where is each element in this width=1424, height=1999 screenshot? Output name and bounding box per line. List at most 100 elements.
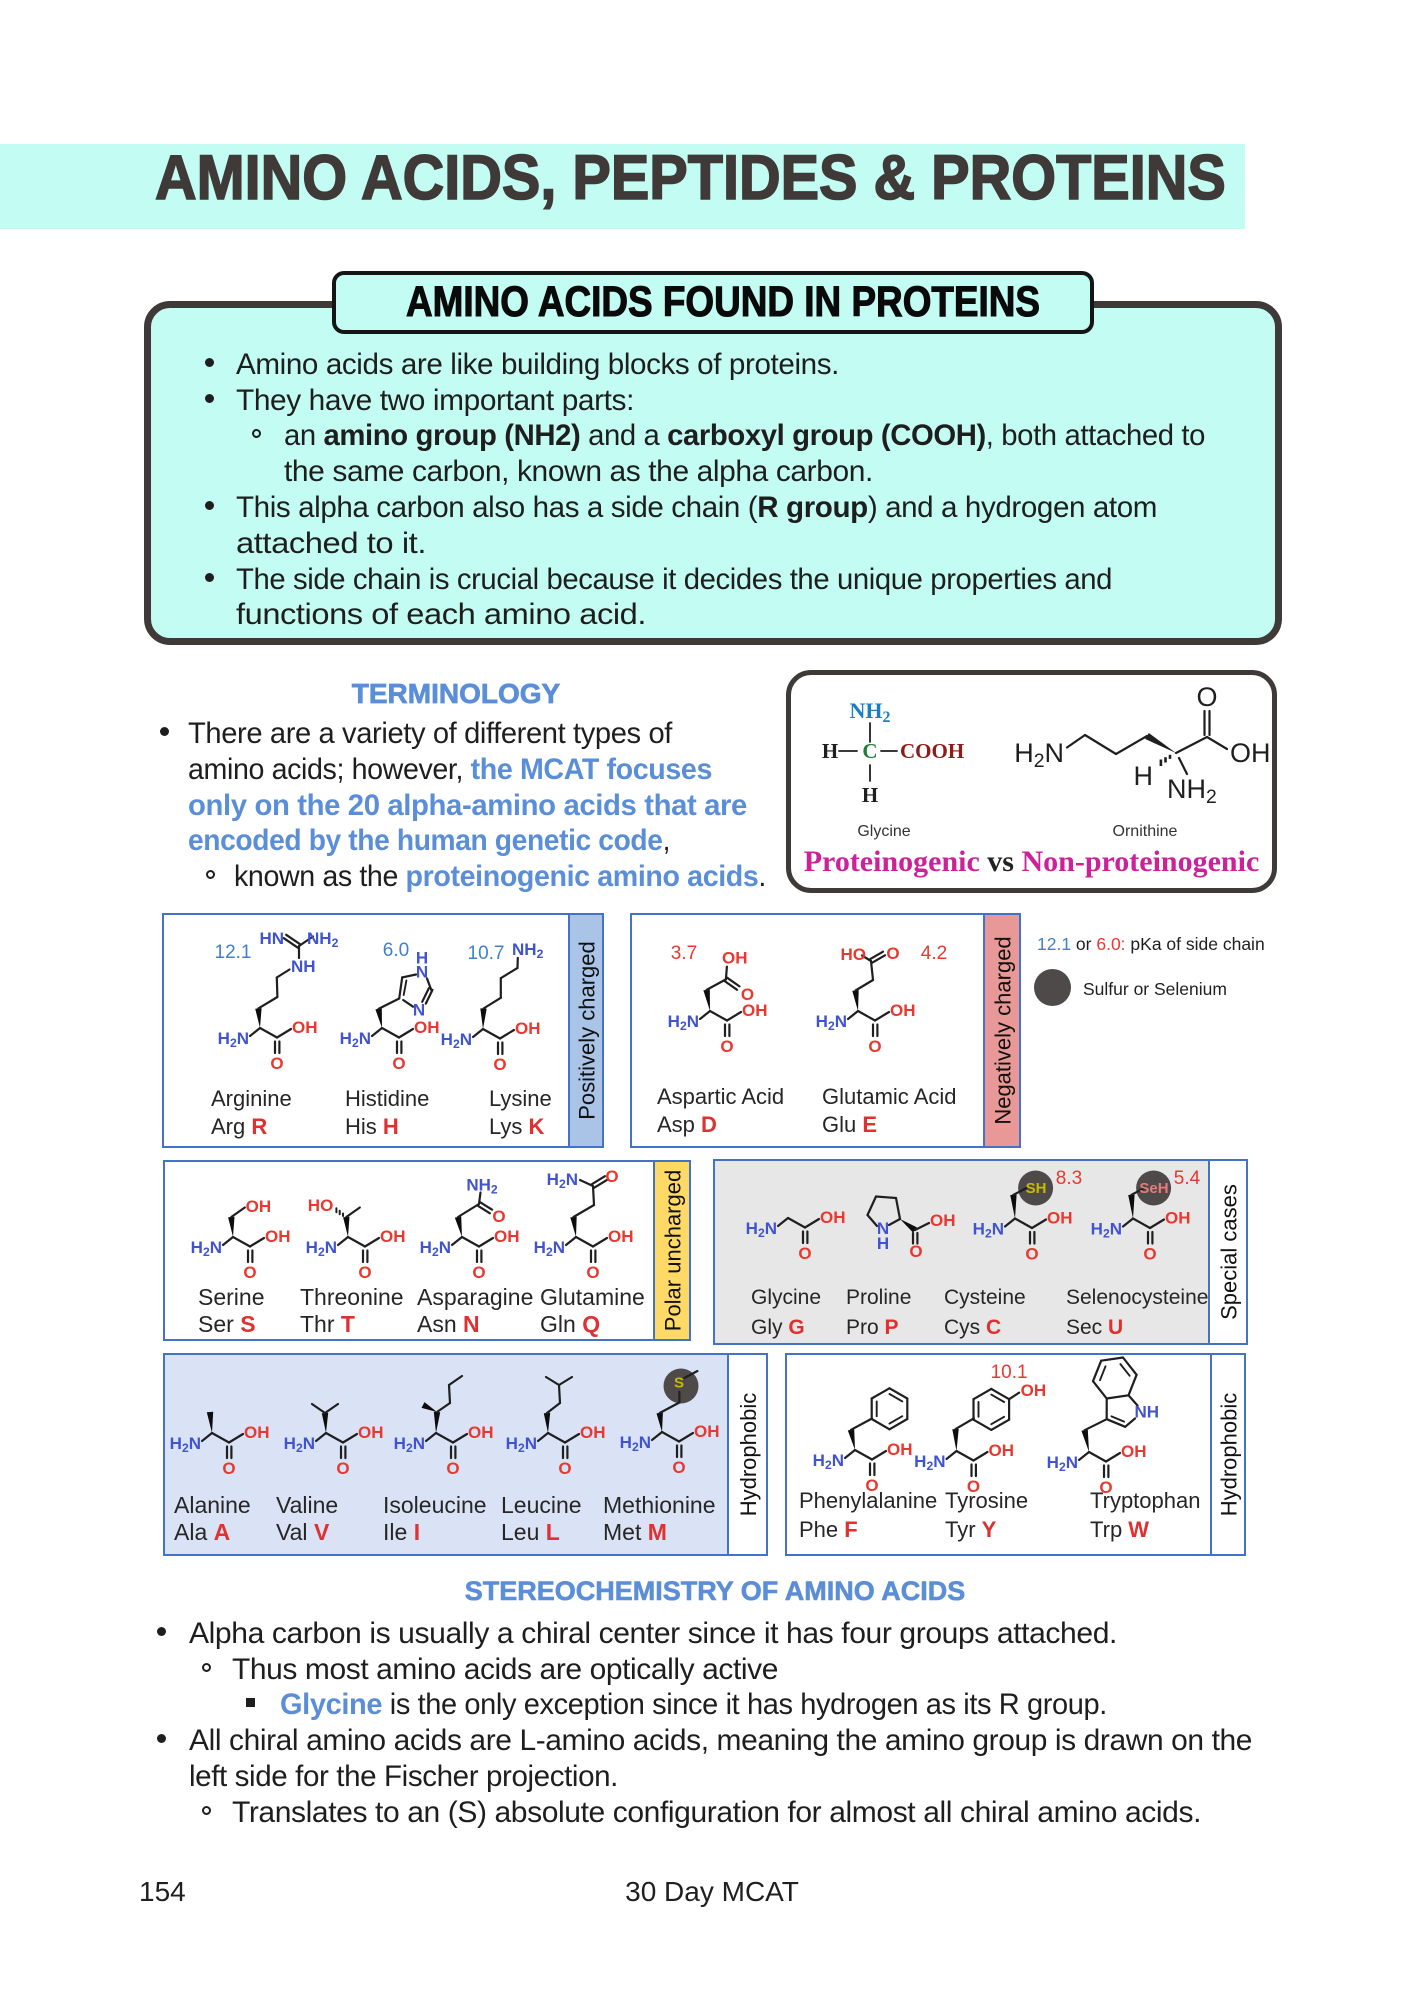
svg-text:COOH: COOH <box>900 739 964 763</box>
svg-text:His H: His H <box>345 1114 399 1139</box>
svg-text:N: N <box>413 1001 425 1020</box>
svg-text:Hydrophobic: Hydrophobic <box>1217 1393 1242 1517</box>
svg-text:O: O <box>1025 1245 1038 1264</box>
svg-text:OH: OH <box>580 1423 606 1442</box>
svg-text:Ala A: Ala A <box>174 1519 230 1545</box>
svg-text:H2N: H2N <box>441 1030 472 1051</box>
svg-text:H2N: H2N <box>620 1433 651 1454</box>
svg-text:O: O <box>392 1054 405 1073</box>
svg-text:H2N: H2N <box>813 1451 844 1472</box>
svg-text:H2N: H2N <box>668 1012 699 1033</box>
svg-text:Glycine: Glycine <box>751 1286 821 1309</box>
svg-text:Ile I: Ile I <box>383 1519 420 1545</box>
svg-text:H2N: H2N <box>816 1012 847 1033</box>
svg-text:Pro P: Pro P <box>846 1316 899 1339</box>
svg-text:Arg R: Arg R <box>211 1114 267 1139</box>
svg-text:H2N: H2N <box>170 1434 201 1455</box>
svg-text:Tyrosine: Tyrosine <box>945 1488 1028 1513</box>
svg-text:12.1: 12.1 <box>215 942 252 963</box>
svg-text:NH2: NH2 <box>1167 774 1217 808</box>
svg-text:O: O <box>492 1207 505 1226</box>
svg-text:O: O <box>909 1242 922 1261</box>
svg-text:OH: OH <box>1165 1209 1191 1228</box>
svg-text:H2N: H2N <box>547 1170 578 1191</box>
svg-text:Negatively charged: Negatively charged <box>991 936 1016 1124</box>
svg-text:O: O <box>446 1459 459 1478</box>
svg-text:NH2: NH2 <box>512 940 544 961</box>
svg-text:Valine: Valine <box>276 1492 338 1518</box>
svg-text:Serine: Serine <box>198 1284 264 1310</box>
svg-text:OH: OH <box>468 1423 494 1442</box>
svg-text:H2N: H2N <box>1014 738 1064 772</box>
svg-text:O: O <box>222 1459 235 1478</box>
svg-text:10.7: 10.7 <box>468 943 505 964</box>
svg-text:O: O <box>270 1054 283 1073</box>
svg-text:O: O <box>868 1037 881 1056</box>
svg-text:H2N: H2N <box>218 1029 249 1050</box>
svg-text:O: O <box>358 1263 371 1282</box>
svg-text:O: O <box>672 1458 685 1477</box>
svg-text:OH: OH <box>380 1227 406 1246</box>
svg-text:H: H <box>822 739 838 763</box>
svg-text:O: O <box>1143 1245 1156 1264</box>
svg-text:OH: OH <box>515 1019 541 1038</box>
svg-text:NH2: NH2 <box>850 698 891 726</box>
svg-text:Thr T: Thr T <box>300 1311 355 1337</box>
svg-text:Isoleucine: Isoleucine <box>383 1492 487 1518</box>
svg-text:OH: OH <box>930 1211 956 1230</box>
svg-text:Positively charged: Positively charged <box>575 941 600 1120</box>
svg-text:OH: OH <box>414 1018 440 1037</box>
svg-text:Hydrophobic: Hydrophobic <box>736 1393 761 1517</box>
svg-text:OH: OH <box>1121 1442 1147 1461</box>
svg-text:OH: OH <box>265 1227 291 1246</box>
svg-text:O: O <box>605 1167 618 1186</box>
svg-text:Leucine: Leucine <box>501 1492 582 1518</box>
svg-text:H2N: H2N <box>340 1029 371 1050</box>
svg-text:Asn N: Asn N <box>417 1311 480 1337</box>
svg-text:H2N: H2N <box>394 1434 425 1455</box>
svg-text:3.7: 3.7 <box>671 943 697 964</box>
svg-text:Glutamic Acid: Glutamic Acid <box>822 1084 957 1109</box>
svg-text:Selenocysteine: Selenocysteine <box>1066 1286 1208 1309</box>
svg-text:Glu E: Glu E <box>822 1112 877 1137</box>
svg-text:O: O <box>493 1055 506 1074</box>
svg-text:O: O <box>558 1459 571 1478</box>
svg-text:H: H <box>862 783 878 807</box>
svg-text:O: O <box>586 1263 599 1282</box>
svg-text:O: O <box>1099 1478 1112 1497</box>
svg-text:H2N: H2N <box>306 1238 337 1259</box>
svg-text:OH: OH <box>1021 1381 1047 1400</box>
svg-text:NH: NH <box>291 957 316 976</box>
svg-text:H: H <box>877 1234 889 1253</box>
svg-text:Aspartic Acid: Aspartic Acid <box>657 1084 784 1109</box>
svg-text:O: O <box>967 1477 980 1496</box>
svg-text:H: H <box>416 949 428 968</box>
svg-text:OH: OH <box>244 1423 270 1442</box>
svg-text:NH: NH <box>1135 1403 1160 1422</box>
svg-text:Alanine: Alanine <box>174 1492 251 1518</box>
svg-text:NH2: NH2 <box>307 929 339 950</box>
svg-text:SH: SH <box>1026 1180 1047 1197</box>
svg-text:H2N: H2N <box>973 1220 1004 1241</box>
svg-text:OH: OH <box>1230 738 1271 768</box>
svg-text:O: O <box>336 1459 349 1478</box>
svg-text:Polar uncharged: Polar uncharged <box>661 1170 686 1331</box>
svg-text:H2N: H2N <box>284 1434 315 1455</box>
svg-text:Glycine: Glycine <box>857 823 910 840</box>
svg-text:OH: OH <box>989 1441 1015 1460</box>
svg-text:5.4: 5.4 <box>1174 1168 1201 1189</box>
svg-text:OH: OH <box>246 1197 272 1216</box>
svg-text:O: O <box>472 1263 485 1282</box>
svg-text:OH: OH <box>887 1440 913 1459</box>
svg-text:Gly G: Gly G <box>751 1316 805 1339</box>
svg-text:10.1: 10.1 <box>991 1362 1028 1383</box>
svg-text:OH: OH <box>820 1208 846 1227</box>
svg-text:Trp W: Trp W <box>1090 1517 1149 1542</box>
svg-text:O: O <box>243 1263 256 1282</box>
svg-text:Histidine: Histidine <box>345 1086 429 1111</box>
svg-text:Threonine: Threonine <box>300 1284 404 1310</box>
svg-text:OH: OH <box>742 1001 768 1020</box>
svg-text:H2N: H2N <box>534 1238 565 1259</box>
svg-text:Cysteine: Cysteine <box>944 1286 1026 1309</box>
svg-text:Gln Q: Gln Q <box>540 1311 600 1337</box>
